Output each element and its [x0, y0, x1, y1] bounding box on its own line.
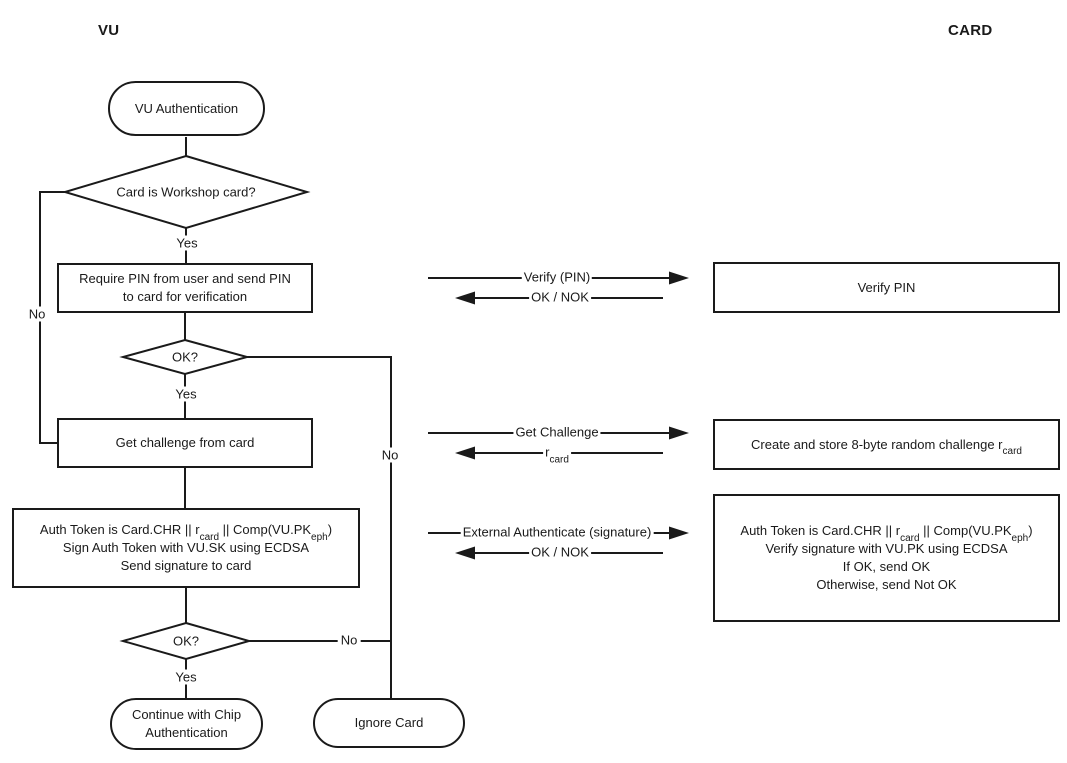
start-terminator: VU Authentication [108, 81, 265, 136]
msg-verify-pin: Verify (PIN) [521, 269, 593, 285]
arrowhead-verify-pin [669, 271, 689, 285]
decision-workshop-diamond [61, 154, 311, 230]
require-pin-line1: Require PIN from user and send PIN [79, 271, 291, 286]
ok1-no-label: No [378, 447, 402, 463]
start-label: VU Authentication [134, 100, 239, 116]
msg-rcard: rcard [543, 444, 571, 466]
pkeph-subscript: eph [311, 531, 328, 543]
ignore-card-terminator: Ignore Card [313, 698, 465, 748]
msg-rcard-subscript: card [549, 454, 569, 466]
ok2-no-label: No [337, 632, 361, 648]
arrowhead-get-challenge [669, 426, 689, 440]
arrowhead-rcard [455, 446, 475, 460]
msg-external-auth: External Authenticate (signature) [460, 524, 654, 540]
card-auth-pkeph-subscript: eph [1011, 532, 1029, 544]
ok1-decision-label: OK? [171, 349, 199, 365]
vu-column-header: VU [98, 22, 120, 39]
arrowhead-ok-nok2 [455, 546, 475, 560]
card-column-header: CARD [948, 22, 993, 39]
arrowhead-external-auth [669, 526, 689, 540]
card-auth-token-line3: If OK, send OK [842, 559, 931, 574]
card-auth-rcard-subscript: card [900, 532, 920, 544]
ignore-card-label: Ignore Card [354, 715, 424, 730]
card-auth-token-line2: Verify signature with VU.PK using ECDSA [765, 541, 1008, 556]
msg-get-challenge: Get Challenge [513, 424, 601, 440]
msg-ok-nok1: OK / NOK [529, 289, 591, 305]
get-challenge-process: Get challenge from card [57, 418, 313, 468]
connector-ok1-no-path [246, 356, 392, 699]
card-verify-pin-process: Verify PIN [713, 262, 1060, 313]
rcard-subscript: card [199, 531, 220, 543]
decision-ok2-diamond [119, 621, 253, 661]
card-create-challenge-process: Create and store 8-byte random challenge… [713, 419, 1060, 470]
arrowhead-ok-nok1 [455, 291, 475, 305]
card-auth-token-line1: Auth Token is Card.CHR || rcard || Comp(… [740, 523, 1033, 544]
vu-auth-token-line3: Send signature to card [120, 558, 252, 573]
msg-ok-nok2: OK / NOK [529, 544, 591, 560]
workshop-no-label: No [25, 306, 49, 322]
continue-line1: Continue with Chip [131, 707, 242, 722]
continue-terminator: Continue with Chip Authentication [110, 698, 263, 750]
card-auth-token-process: Auth Token is Card.CHR || rcard || Comp(… [713, 494, 1060, 622]
ok1-yes-label: Yes [172, 386, 200, 402]
ok2-yes-label: Yes [172, 669, 200, 685]
ok2-decision-label: OK? [172, 633, 200, 649]
get-challenge-label: Get challenge from card [115, 435, 255, 450]
continue-line2: Authentication [145, 725, 228, 740]
workshop-decision-label: Card is Workshop card? [116, 184, 256, 200]
card-auth-token-line4: Otherwise, send Not OK [816, 577, 957, 592]
card-verify-pin-label: Verify PIN [857, 279, 916, 295]
decision-ok1-diamond [119, 338, 251, 376]
vu-auth-token-process: Auth Token is Card.CHR || rcard || Comp(… [12, 508, 360, 588]
vu-auth-token-line2: Sign Auth Token with VU.SK using ECDSA [62, 540, 310, 555]
require-pin-process: Require PIN from user and send PIN to ca… [57, 263, 313, 313]
require-pin-line2: to card for verification [122, 289, 248, 304]
card-rcard-subscript: card [1002, 446, 1022, 458]
vu-auth-token-line1: Auth Token is Card.CHR || rcard || Comp(… [39, 522, 333, 543]
workshop-yes-label: Yes [173, 235, 201, 251]
card-create-challenge-label: Create and store 8-byte random challenge… [751, 436, 1022, 458]
